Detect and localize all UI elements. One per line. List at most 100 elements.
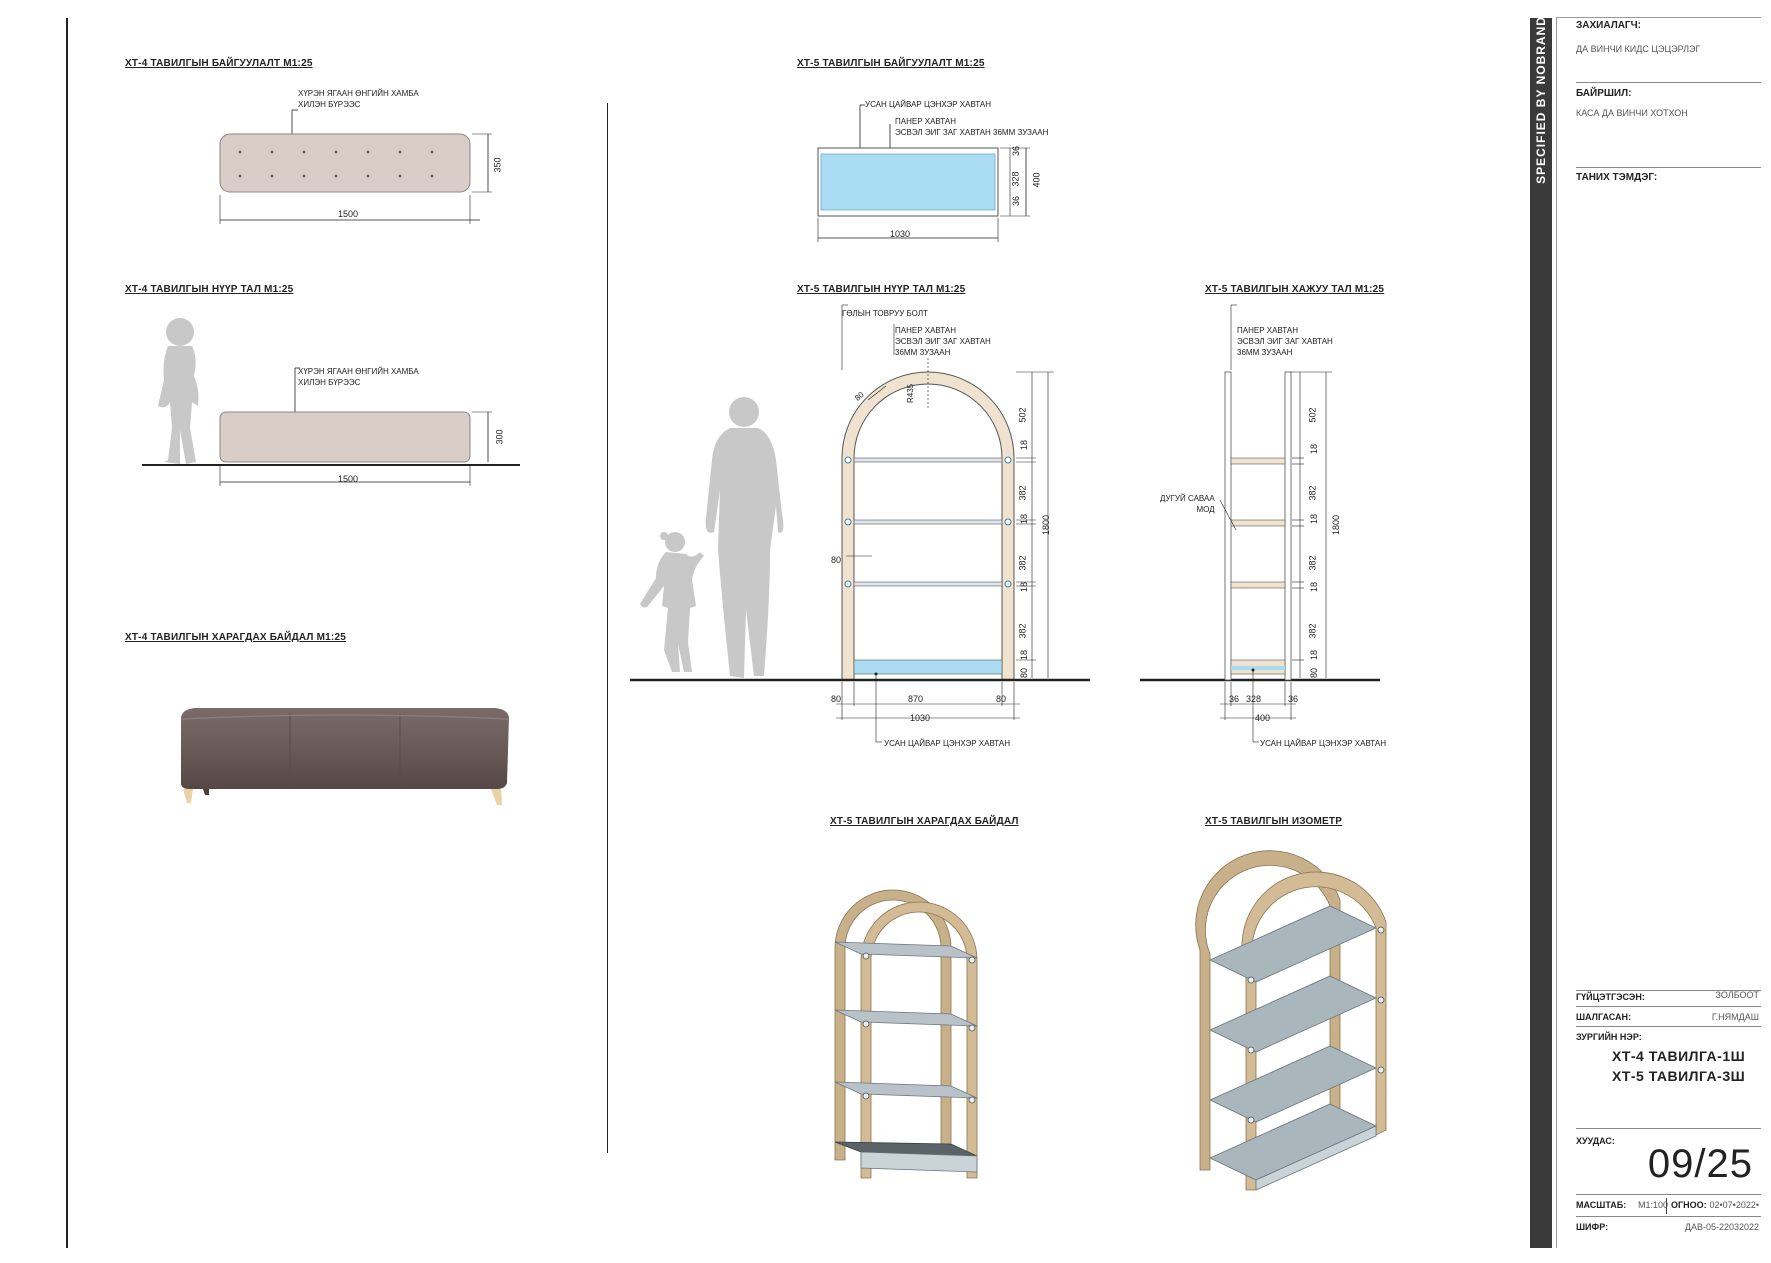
xt5-front-dim-18c: 18 bbox=[1019, 581, 1030, 593]
xt4-front-title: ХТ-4 ТАВИЛГЫН НҮҮР ТАЛ М1:25 bbox=[125, 284, 294, 295]
location-value: КАСА ДА ВИНЧИ ХОТХОН bbox=[1576, 108, 1688, 118]
left-border-line bbox=[66, 18, 68, 1248]
xt5-plan-drawing bbox=[817, 104, 1030, 242]
xt5-plan-dim-36b: 36 bbox=[1011, 195, 1022, 207]
xt5-side-bottom-36a: 36 bbox=[1229, 694, 1240, 704]
xt4-plan-drawing bbox=[219, 109, 492, 224]
xt5-side-bottom-note: УСАН ЦАЙВАР ЦЭНХЭР ХАВТАН bbox=[1260, 739, 1387, 748]
xt5-front-note-panel: ПАНЕР ХАВТАН ЭСВЭЛ ЭИГ ЗАГ ХАВТАН 36ММ З… bbox=[895, 326, 991, 357]
xt4-front-height: 300 bbox=[494, 429, 505, 445]
performed-rule-top bbox=[1576, 990, 1761, 991]
xt5-plan-dim-328: 328 bbox=[1010, 171, 1021, 187]
xt5-view-title: ХТ-5 ТАВИЛГЫН ХАРАГДАХ БАЙДАЛ bbox=[830, 816, 1019, 827]
xt5-side-bottom-328: 328 bbox=[1246, 694, 1262, 704]
xt5-side-title: ХТ-5 ТАВИЛГЫН ХАЖУУ ТАЛ М1:25 bbox=[1205, 284, 1385, 295]
xt5-side-dim-18d: 18 bbox=[1309, 649, 1320, 661]
brand-text: SPECIFIED BY NOBRAND bbox=[1534, 16, 1548, 184]
titleblock-left-rule bbox=[1556, 18, 1557, 1248]
xt5-side-drawing bbox=[1140, 304, 1380, 743]
xt5-iso-title: ХТ-5 ТАВИЛГЫН ИЗОМЕТР bbox=[1205, 816, 1343, 827]
location-label: БАЙРШИЛ: bbox=[1576, 88, 1632, 99]
xt5-front-total-w: 1030 bbox=[910, 713, 931, 723]
xt5-front-bottom-870: 870 bbox=[908, 694, 924, 704]
xt5-front-dim-18d: 18 bbox=[1019, 649, 1030, 661]
client-label: ЗАХИАЛАГЧ: bbox=[1576, 20, 1641, 31]
xt4-front-drawing bbox=[142, 318, 520, 486]
code-label: ШИФР: bbox=[1576, 1222, 1609, 1232]
xt5-front-dim-502: 502 bbox=[1017, 407, 1028, 423]
xt4-plan-depth: 350 bbox=[492, 157, 503, 173]
date-label: ОГНОО: bbox=[1671, 1200, 1707, 1210]
scale-label: МАСШТАБ: bbox=[1576, 1200, 1627, 1210]
sheet-rule bbox=[1576, 1194, 1761, 1195]
drawing-name-2: ХТ-5 ТАВИЛГА-3Ш bbox=[1612, 1068, 1746, 1084]
client-value: ДА ВИНЧИ КИДС ЦЭЦЭРЛЭГ bbox=[1576, 44, 1701, 54]
checked-label: ШАЛГАСАН: bbox=[1576, 1012, 1632, 1022]
drawing-name-1: ХТ-4 ТАВИЛГА-1Ш bbox=[1612, 1048, 1746, 1064]
xt5-front-dim-18a: 18 bbox=[1019, 439, 1030, 451]
code-value: ДАВ-05-22032022 bbox=[1684, 1222, 1759, 1232]
xt4-plan-width: 1500 bbox=[338, 209, 359, 219]
xt5-front-bottom-80a: 80 bbox=[831, 694, 842, 704]
xt5-front-dim-382b: 382 bbox=[1017, 555, 1028, 571]
xt5-plan-glass bbox=[820, 153, 996, 211]
xt5-front-title: ХТ-5 ТАВИЛГЫН НҮҮР ТАЛ М1:25 bbox=[797, 284, 966, 295]
drawing-name-rule bbox=[1576, 1128, 1761, 1129]
xt5-front-radius: R435 bbox=[906, 383, 915, 403]
xt5-plan-note1: УСАН ЦАЙВАР ЦЭНХЭР ХАВТАН bbox=[865, 100, 992, 109]
xt4-front-bench bbox=[219, 411, 471, 463]
scale-value: M1:100 bbox=[1638, 1200, 1669, 1210]
xt5-side-note-panel: ПАНЕР ХАВТАН ЭСВЭЛ ЭИГ ЗАГ ХАВТАН 36ММ З… bbox=[1237, 326, 1333, 357]
xt4-plan-note: ХҮРЭН ЯГААН ӨНГИЙН ХАМБА ХИЛЭН БҮРЭЭС bbox=[298, 89, 419, 109]
xt5-side-dim-382c: 382 bbox=[1307, 623, 1318, 639]
adult-child-silhouette bbox=[640, 397, 784, 678]
xt5-plan-title: ХТ-5 ТАВИЛГЫН БАЙГУУЛАЛТ М1:25 bbox=[797, 58, 985, 69]
xt5-side-note-round: ДУГУЙ САВАА МОД bbox=[1160, 494, 1215, 514]
xt5-front-dim-80: 80 bbox=[1019, 667, 1030, 679]
xt5-plan-note2: ПАНЕР ХАВТАН ЭСВЭЛ ЭИГ ЗАГ ХАВТАН 36ММ З… bbox=[895, 117, 1049, 137]
checked-value: Г.НЯМДАШ bbox=[1711, 1012, 1759, 1022]
titleblock-top-rule bbox=[1556, 17, 1761, 18]
xt5-front-total-h: 1800 bbox=[1041, 514, 1052, 536]
xt5-front-bottom-note: УСАН ЦАЙВАР ЦЭНХЭР ХАВТАН bbox=[884, 739, 1011, 748]
xt5-iso-render bbox=[1195, 850, 1387, 1191]
client-rule bbox=[1576, 82, 1761, 83]
mark-label: ТАНИХ ТЭМДЭГ: bbox=[1576, 172, 1658, 183]
brand-bar bbox=[1530, 18, 1552, 1248]
xt5-side-dim-18c: 18 bbox=[1309, 581, 1320, 593]
scale-rule bbox=[1576, 1216, 1761, 1217]
sheet-label: ХУУДАС: bbox=[1576, 1136, 1615, 1146]
xt5-side-total-w: 400 bbox=[1255, 713, 1271, 723]
xt4-plan-bench bbox=[219, 133, 471, 193]
xt5-front-bottom-glass bbox=[853, 659, 1003, 675]
xt5-front-side-dim: 80 bbox=[831, 555, 842, 565]
sheet-value: 09/25 bbox=[1647, 1142, 1753, 1186]
performed-rule bbox=[1576, 1006, 1761, 1007]
xt4-plan-title: ХТ-4 ТАВИЛГЫН БАЙГУУЛАЛТ М1:25 bbox=[125, 58, 313, 69]
performed-value: ЗОЛБООТ bbox=[1715, 990, 1759, 1000]
xt5-front-dim-382c: 382 bbox=[1017, 623, 1028, 639]
xt5-front-drawing bbox=[630, 304, 1090, 743]
xt5-side-dim-382a: 382 bbox=[1307, 485, 1318, 501]
child-silhouette bbox=[158, 318, 199, 464]
xt5-plan-width: 1030 bbox=[890, 229, 911, 239]
xt5-side-bottom-36b: 36 bbox=[1288, 694, 1299, 704]
xt4-front-width: 1500 bbox=[338, 474, 359, 484]
date-value: 02•07•2022• bbox=[1709, 1200, 1760, 1210]
checked-rule bbox=[1576, 1026, 1761, 1027]
middle-divider-line bbox=[607, 103, 608, 1153]
xt5-front-bottom-80b: 80 bbox=[996, 694, 1007, 704]
xt5-front-dim-18b: 18 bbox=[1019, 513, 1030, 525]
xt5-plan-dim-36a: 36 bbox=[1011, 145, 1022, 157]
xt5-plan-dim-400: 400 bbox=[1031, 172, 1042, 188]
xt5-shelf-render bbox=[834, 889, 978, 1179]
xt4-view-title: ХТ-4 ТАВИЛГЫН ХАРАГДАХ БАЙДАЛ М1:25 bbox=[125, 632, 346, 643]
location-rule bbox=[1576, 167, 1761, 168]
drawing-name-label: ЗУРГИЙН НЭР: bbox=[1576, 1032, 1642, 1042]
scale-divider bbox=[1666, 1198, 1667, 1214]
xt5-side-dim-18a: 18 bbox=[1309, 443, 1320, 455]
xt5-front-dim-382a: 382 bbox=[1017, 485, 1028, 501]
xt4-bench-render bbox=[180, 708, 510, 805]
performed-label: ГҮЙЦЭТГЭСЭН: bbox=[1576, 992, 1645, 1002]
xt5-front-note-top: ГӨЛЫН ТОВРУУ БОЛТ bbox=[842, 309, 928, 318]
